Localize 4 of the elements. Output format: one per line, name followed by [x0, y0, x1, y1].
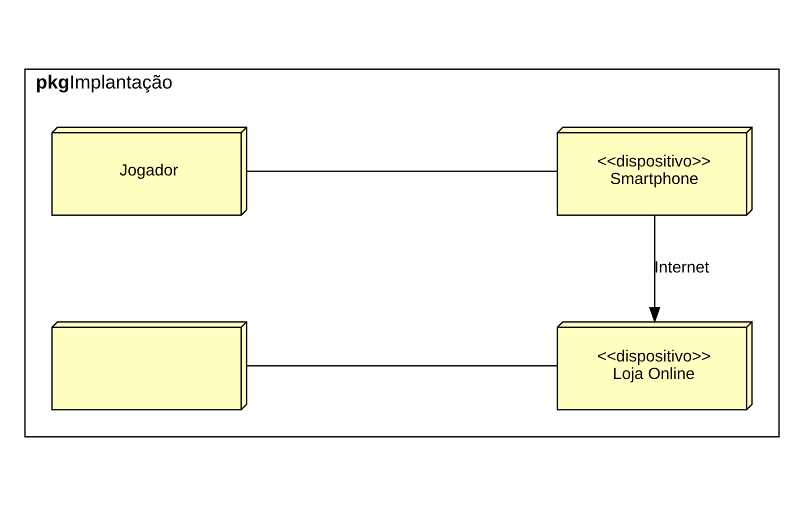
connector	[247, 170, 558, 172]
arrow	[649, 214, 660, 323]
connector	[247, 364, 558, 366]
edge-label: Internet	[654, 258, 710, 276]
